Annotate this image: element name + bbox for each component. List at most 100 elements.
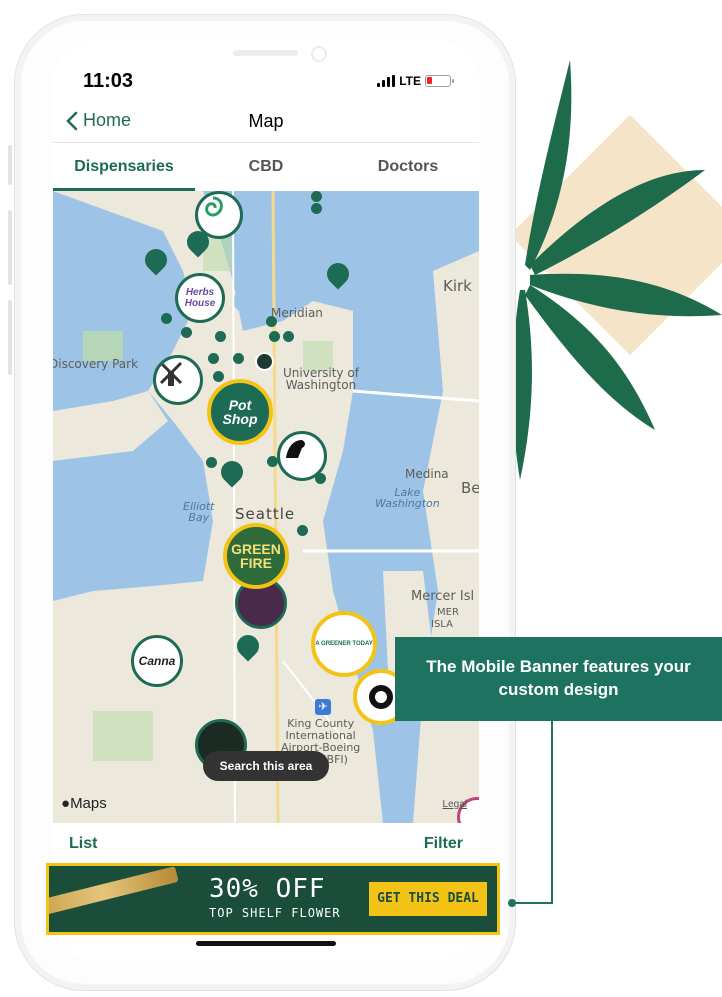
banner-title: 30% OFF bbox=[209, 874, 326, 904]
legal-link[interactable]: Legal bbox=[442, 799, 467, 810]
greener-today-label: A GREENER TODAY bbox=[315, 640, 373, 647]
apple-icon: ● bbox=[61, 795, 71, 812]
canna-label: Canna bbox=[138, 654, 176, 668]
status-time: 11:03 bbox=[83, 70, 134, 92]
pre-roll-image bbox=[49, 866, 179, 918]
map-dot-marker[interactable] bbox=[269, 331, 280, 342]
featured-pin-greener-today[interactable]: A GREENER TODAY bbox=[311, 611, 377, 696]
map-dot-marker[interactable] bbox=[255, 352, 274, 371]
network-label: LTE bbox=[399, 74, 421, 88]
map-label-airport-line2: International bbox=[285, 729, 356, 742]
airplane-icon: ✈ bbox=[315, 699, 331, 715]
list-button[interactable]: List bbox=[69, 835, 98, 852]
dispensary-pin-pink[interactable] bbox=[457, 797, 479, 823]
map-dot-marker[interactable] bbox=[213, 371, 224, 382]
map-dot-marker[interactable] bbox=[181, 327, 192, 338]
map-label-elliott-line1: Elliott bbox=[183, 500, 215, 513]
green-fire-label-line2: FIRE bbox=[240, 555, 272, 571]
phone-screen: 11:03 LTE Home Map Dispensaries CBD Doct… bbox=[53, 40, 479, 962]
status-indicators: LTE bbox=[377, 74, 454, 88]
swirl-icon bbox=[205, 196, 223, 217]
chevron-left-icon bbox=[66, 111, 78, 130]
map-dot-marker[interactable] bbox=[297, 525, 308, 536]
front-camera bbox=[311, 46, 327, 62]
signal-icon bbox=[377, 75, 396, 87]
get-deal-button[interactable]: GET THIS DEAL bbox=[369, 882, 487, 916]
map-dot-marker[interactable] bbox=[311, 191, 322, 202]
map-label-lake-line2: Washington bbox=[375, 497, 440, 510]
search-this-area-button[interactable]: Search this area bbox=[203, 751, 329, 781]
map-dot-marker[interactable] bbox=[283, 331, 294, 342]
map-dot-marker[interactable] bbox=[315, 473, 326, 484]
map-label-airport-line1: King County bbox=[287, 717, 355, 730]
category-tabs: Dispensaries CBD Doctors bbox=[53, 143, 479, 191]
map-label-discovery-park: Discovery Park bbox=[53, 357, 139, 371]
maps-logo-text: Maps bbox=[70, 795, 107, 812]
map-label-meridian: Meridian bbox=[271, 306, 323, 320]
map-dot-marker[interactable] bbox=[311, 203, 322, 214]
home-indicator bbox=[196, 941, 336, 946]
map-label-seattle: Seattle bbox=[235, 505, 296, 523]
pin-head: A GREENER TODAY bbox=[311, 611, 377, 677]
map-dot-marker[interactable] bbox=[206, 457, 217, 468]
bottom-toolbar: List Filter bbox=[53, 823, 479, 869]
map-label-elliott-bay: Elliott Bay bbox=[183, 501, 214, 523]
map-dot-marker[interactable] bbox=[233, 353, 244, 364]
map-label-mercer-island: Mercer Isl bbox=[411, 589, 475, 604]
map-label-university-line2: Washington bbox=[285, 378, 357, 392]
map-dot-marker[interactable] bbox=[161, 313, 172, 324]
mobile-ad-banner[interactable]: 30% OFF TOP SHELF FLOWER GET THIS DEAL bbox=[46, 863, 500, 935]
pot-shop-label-line2: Shop bbox=[222, 411, 258, 427]
map-label-mercer-2: MER bbox=[437, 607, 459, 618]
herbs-house-label: Herbs House bbox=[184, 287, 216, 309]
map-label-elliott-line2: Bay bbox=[188, 511, 210, 524]
page-title: Map bbox=[248, 111, 284, 131]
tab-doctors[interactable]: Doctors bbox=[377, 158, 439, 175]
map-dot-marker[interactable] bbox=[208, 353, 219, 364]
filter-button[interactable]: Filter bbox=[423, 835, 463, 852]
pot-shop-label-line1: Pot bbox=[228, 397, 252, 413]
map-label-airport-line3: Airport-Boeing bbox=[281, 741, 361, 754]
map-label-kirk: Kirk bbox=[443, 277, 472, 295]
map-view[interactable]: Kirk Meridian Discovery Park University … bbox=[53, 191, 479, 823]
tab-cbd[interactable]: CBD bbox=[248, 158, 284, 175]
map-label-university: University of Washington bbox=[283, 367, 359, 391]
navigation-bar: Home Map bbox=[53, 102, 479, 143]
battery-icon bbox=[425, 75, 454, 87]
map-dot-marker[interactable] bbox=[215, 331, 226, 342]
map-label-lake-line1: Lake bbox=[394, 486, 421, 499]
map-dot-marker[interactable] bbox=[266, 316, 277, 327]
feature-callout: The Mobile Banner features your custom d… bbox=[395, 637, 722, 721]
phone-side-button bbox=[8, 145, 12, 185]
map-label-lake-washington: Lake Washington bbox=[375, 487, 440, 509]
raven-icon bbox=[286, 440, 305, 458]
dispensary-pin-herbs-house[interactable]: Herbs House bbox=[175, 273, 225, 323]
dispensary-pin-greenhouse[interactable] bbox=[195, 191, 243, 239]
apple-maps-logo: ●Maps bbox=[61, 795, 107, 812]
green-fire-label-line1: GREEN bbox=[231, 541, 281, 557]
banner-subtitle: TOP SHELF FLOWER bbox=[209, 906, 341, 920]
map-label-bellevue: Be bbox=[461, 479, 479, 497]
map-label-mercer-3: ISLA bbox=[431, 619, 453, 630]
phone-side-button bbox=[8, 210, 12, 285]
dispensary-pin-raven[interactable] bbox=[277, 431, 327, 481]
map-label-medina: Medina bbox=[405, 467, 449, 481]
map-dot-marker[interactable] bbox=[267, 456, 278, 467]
phone-side-button bbox=[8, 300, 12, 375]
dispensary-pin-windmill[interactable] bbox=[153, 355, 203, 405]
map-label-university-line1: University of bbox=[283, 366, 359, 380]
back-button-label: Home bbox=[83, 110, 132, 130]
ring-logo-icon bbox=[369, 685, 393, 709]
tab-dispensaries[interactable]: Dispensaries bbox=[53, 143, 195, 191]
speaker-grille bbox=[233, 50, 298, 56]
back-button[interactable]: Home bbox=[65, 110, 131, 131]
cannabis-leaf-icon bbox=[512, 60, 722, 480]
dispensary-pin-canna[interactable]: Canna bbox=[131, 635, 183, 687]
windmill-icon bbox=[159, 361, 183, 386]
